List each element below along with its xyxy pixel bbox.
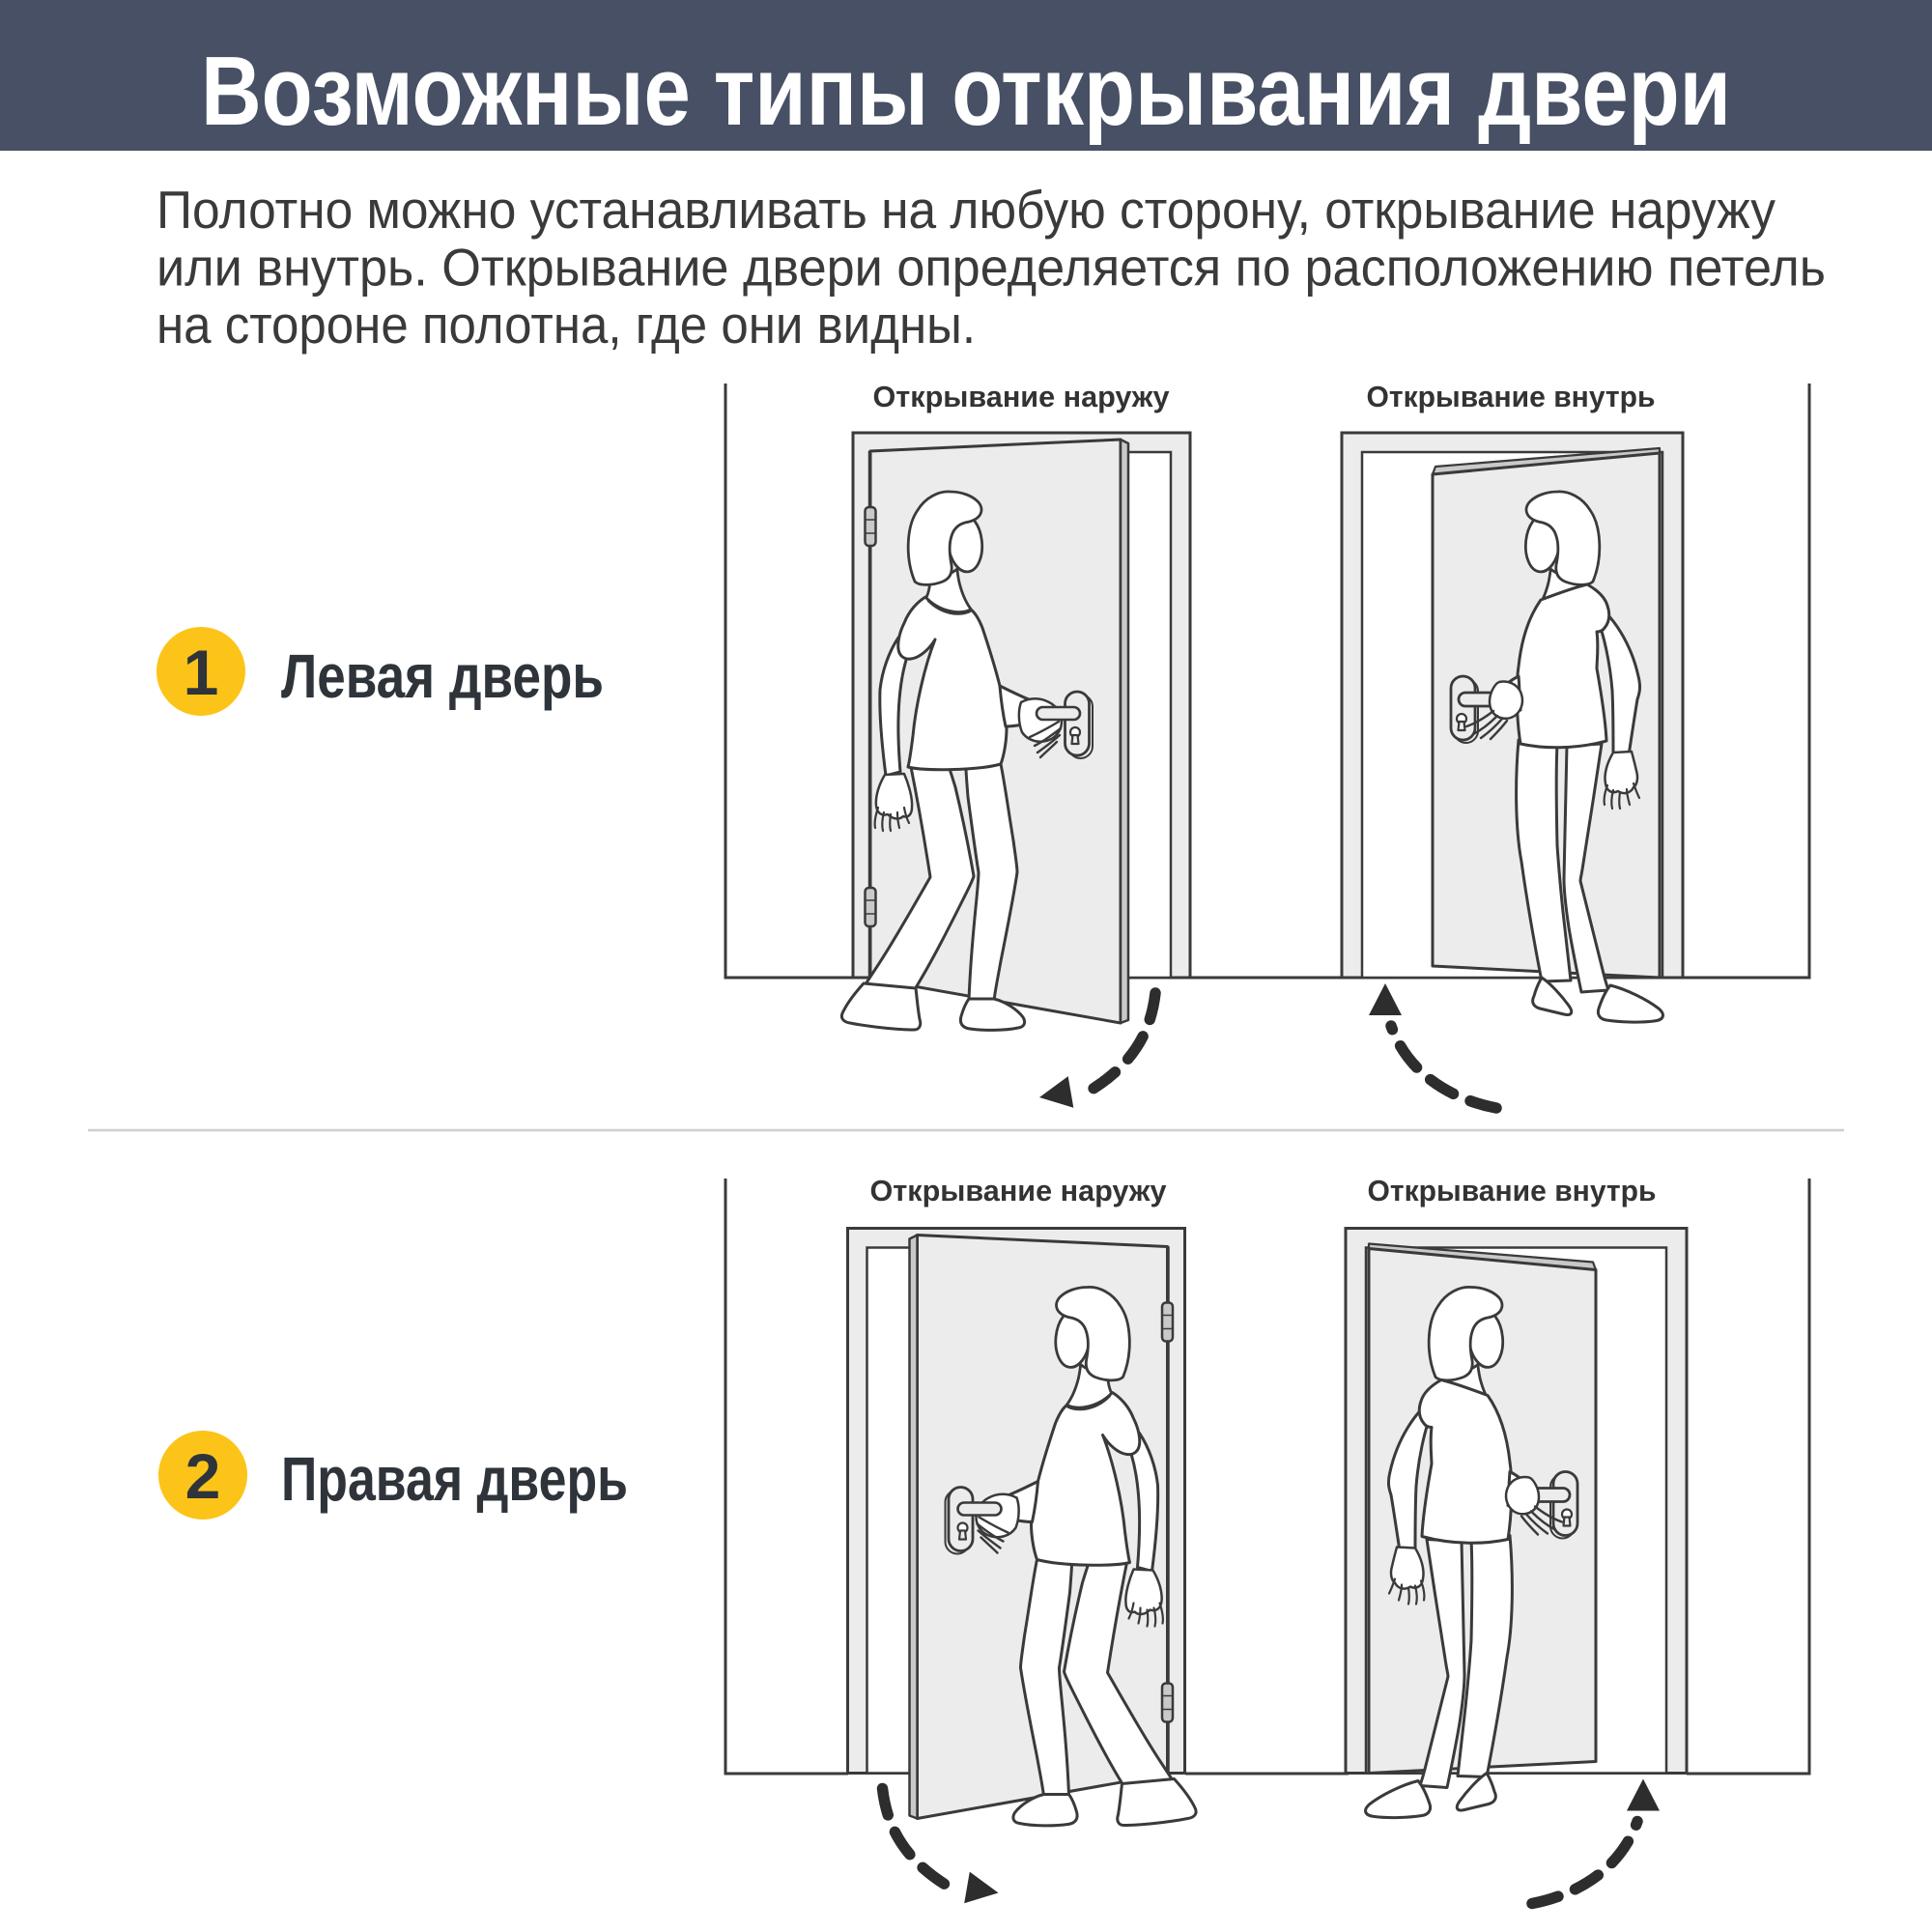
svg-text:Открывание наружу: Открывание наружу <box>870 1174 1168 1208</box>
svg-text:Полотно можно устанавливать на: Полотно можно устанавливать на любую сто… <box>156 180 1776 240</box>
svg-text:2: 2 <box>185 1440 221 1512</box>
svg-text:на стороне полотна, где они ви: на стороне полотна, где они видны. <box>156 295 976 355</box>
svg-text:Открывание внутрь: Открывание внутрь <box>1367 380 1656 413</box>
svg-text:Левая дверь: Левая дверь <box>281 641 604 711</box>
svg-text:1: 1 <box>184 637 219 708</box>
svg-text:Правая дверь: Правая дверь <box>281 1444 628 1514</box>
svg-text:Возможные типы открывания двер: Возможные типы открывания двери <box>201 38 1731 146</box>
svg-text:или внутрь. Открывание двери о: или внутрь. Открывание двери определяетс… <box>156 238 1826 298</box>
svg-text:Открывание внутрь: Открывание внутрь <box>1368 1174 1657 1208</box>
svg-text:Открывание наружу: Открывание наружу <box>873 380 1171 413</box>
